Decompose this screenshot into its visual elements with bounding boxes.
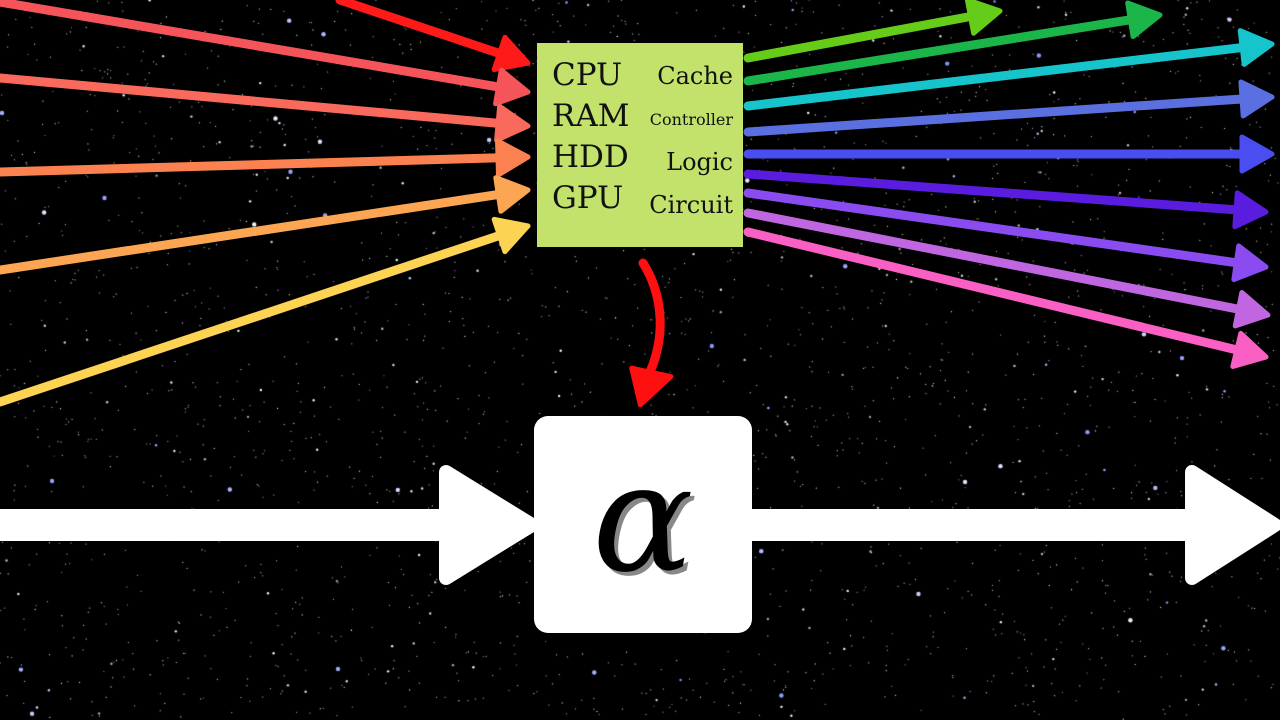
input-arrow-icon [0,138,531,178]
output-arrow-icon [743,28,1275,111]
component-box: CPU RAM HDD GPU Cache Controller Logic C… [537,43,743,247]
alpha-box: α [534,416,752,633]
main-input-arrow-icon [0,465,539,585]
output-arrow-icon [743,79,1275,137]
subsystem-list: Cache Controller Logic Circuit [649,55,733,227]
output-arrow-icon [743,208,1271,329]
output-arrow-icon [743,0,1163,86]
label-cpu: CPU [552,57,623,93]
hardware-list: CPU RAM HDD GPU [552,55,629,219]
input-arrow-icon [0,175,531,275]
alpha-symbol: α [592,431,694,606]
label-gpu: GPU [552,180,624,216]
label-controller: Controller [649,110,733,129]
label-hdd: HDD [552,139,629,175]
label-ram: RAM [552,98,630,134]
label-logic: Logic [666,148,733,176]
main-output-arrow-icon [752,465,1280,585]
output-arrow-icon [743,188,1269,283]
output-arrow-icon [743,227,1269,369]
output-arrow-icon [743,169,1269,230]
input-arrow-icon [335,0,531,73]
curved-down-arrow-icon [629,258,674,408]
output-arrow-icon [743,134,1275,174]
input-arrow-icon [0,73,531,143]
label-cache: Cache [657,62,733,90]
input-arrow-icon [0,216,531,407]
output-arrows-group [743,0,1275,369]
label-circuit: Circuit [649,191,733,219]
output-arrow-icon [743,0,1003,63]
input-arrow-icon [0,0,531,107]
input-arrows-group [0,0,531,407]
